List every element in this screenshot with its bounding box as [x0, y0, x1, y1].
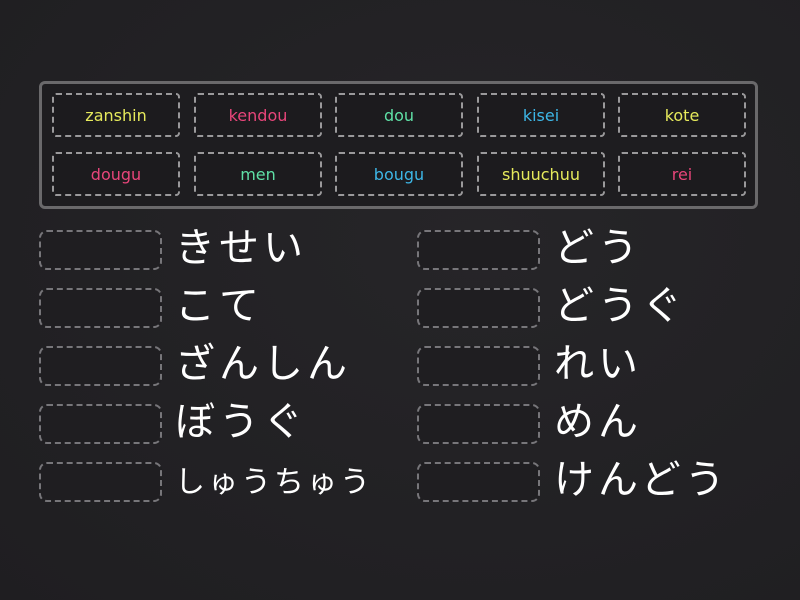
target-label-left-4: ぼうぐ	[175, 399, 307, 445]
target-label-left-5: しゅうちゅう	[175, 465, 373, 500]
drop-slot-right-1[interactable]	[417, 230, 540, 270]
drop-slot-left-1[interactable]	[39, 230, 162, 270]
word-tile-text: shuuchuu	[502, 164, 580, 184]
drop-slot-right-5[interactable]	[417, 462, 540, 502]
word-tile-2[interactable]: kendou	[194, 93, 322, 137]
word-tile-10[interactable]: rei	[618, 152, 746, 196]
word-tile-5[interactable]: kote	[618, 93, 746, 137]
word-tile-6[interactable]: dougu	[52, 152, 180, 196]
drop-slot-left-5[interactable]	[39, 462, 162, 502]
word-tile-text: kote	[664, 105, 700, 125]
word-tile-text: bougu	[373, 164, 425, 184]
target-label-left-3: ざんしん	[175, 341, 351, 387]
drop-slot-right-2[interactable]	[417, 288, 540, 328]
target-label-right-5: けんどう	[554, 457, 729, 503]
word-tile-8[interactable]: bougu	[335, 152, 463, 196]
word-tile-9[interactable]: shuuchuu	[477, 152, 605, 196]
word-tile-1[interactable]: zanshin	[52, 93, 180, 137]
drop-slot-left-2[interactable]	[39, 288, 162, 328]
word-tile-text: men	[240, 164, 276, 184]
word-tile-text: dougu	[90, 164, 142, 184]
target-label-right-4: めん	[554, 399, 642, 445]
target-label-right-3: れい	[554, 341, 642, 387]
word-tile-7[interactable]: men	[194, 152, 322, 196]
drop-slot-left-4[interactable]	[39, 404, 162, 444]
target-label-left-2: こて	[175, 283, 263, 329]
word-tile-text: rei	[671, 164, 693, 184]
target-label-left-1: きせい	[175, 225, 307, 271]
word-tile-text: zanshin	[85, 105, 147, 125]
drop-slot-right-4[interactable]	[417, 404, 540, 444]
word-tile-3[interactable]: dou	[335, 93, 463, 137]
word-tile-text: kendou	[228, 105, 288, 125]
target-label-right-2: どうぐ	[554, 283, 686, 329]
drop-slot-right-3[interactable]	[417, 346, 540, 386]
word-tile-text: dou	[383, 105, 415, 125]
word-tile-4[interactable]: kisei	[477, 93, 605, 137]
word-tile-text: kisei	[522, 105, 560, 125]
target-label-right-1: どう	[554, 225, 642, 271]
drop-slot-left-3[interactable]	[39, 346, 162, 386]
